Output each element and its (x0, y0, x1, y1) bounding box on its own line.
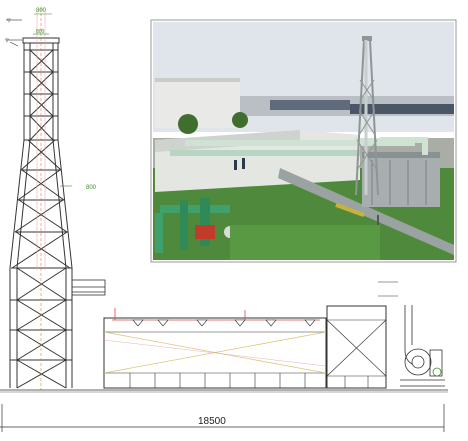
demister-box (326, 281, 398, 389)
stack-bracing (10, 49, 72, 389)
site-photo (150, 19, 457, 263)
outlet-duct (71, 279, 106, 296)
spray-header (112, 308, 320, 321)
overall-dimension (0, 404, 445, 432)
exhaust-fan (400, 305, 445, 387)
scrubber-tank (103, 317, 327, 389)
stack-side-marks (6, 19, 22, 47)
ground-line (0, 389, 448, 393)
elevation-mark-cap: ▽ (5, 38, 9, 44)
mid-width-label: 800 (86, 185, 97, 191)
overall-length-label: 18500 (198, 416, 226, 427)
top-width-label: 800 (36, 8, 47, 14)
stack-centerlines (33, 8, 72, 390)
elevation-mark-top: ▽ (7, 18, 11, 24)
inner-width-label: 800 (36, 29, 45, 35)
spray-nozzles (132, 319, 316, 327)
